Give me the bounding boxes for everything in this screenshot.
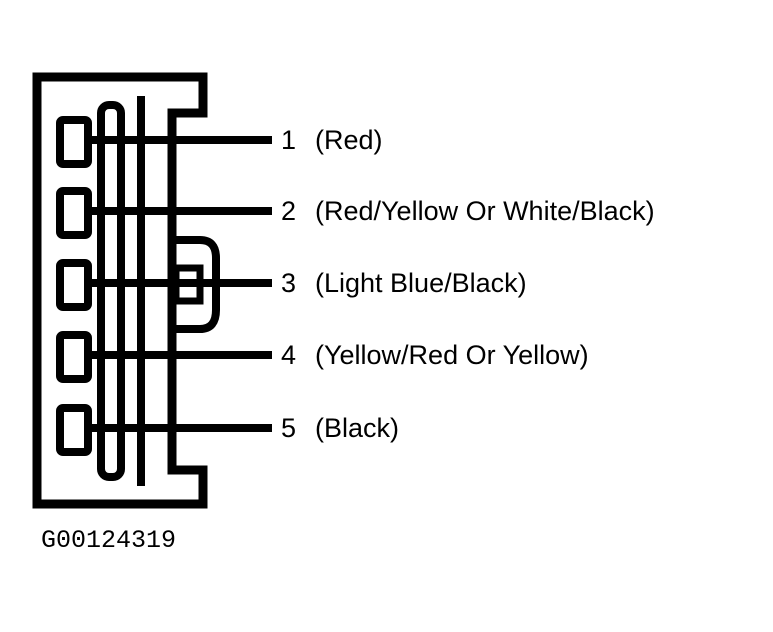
pin-cavity: [56, 404, 92, 456]
pin-description: (Red): [315, 124, 383, 155]
pin-cavity: [56, 187, 92, 239]
pin-label-row: 1 (Red): [281, 123, 383, 157]
figure-code: G00124319: [41, 526, 177, 555]
pin-number: 5: [281, 412, 297, 443]
pin-number: 4: [281, 339, 297, 370]
pin-cavity: [56, 259, 92, 311]
connector-shell-outline: [32, 72, 208, 509]
pin-number: 3: [281, 267, 297, 298]
pin-cavity: [56, 331, 92, 383]
pin-number: 2: [281, 195, 297, 226]
pin-label-row: 4 (Yellow/Red Or Yellow): [281, 338, 589, 372]
pin-label-row: 3 (Light Blue/Black): [281, 266, 527, 300]
pin-description: (Red/Yellow Or White/Black): [315, 195, 655, 226]
pin-label-row: 5 (Black): [281, 411, 399, 445]
pin-description: (Black): [315, 412, 400, 443]
pin-cavity: [56, 116, 92, 168]
pin-label-row: 2 (Red/Yellow Or White/Black): [281, 194, 655, 228]
pin-description: (Light Blue/Black): [315, 267, 527, 298]
connector-inner-bar: [97, 101, 125, 481]
pin-number: 1: [281, 124, 297, 155]
pin-description: (Yellow/Red Or Yellow): [315, 339, 589, 370]
